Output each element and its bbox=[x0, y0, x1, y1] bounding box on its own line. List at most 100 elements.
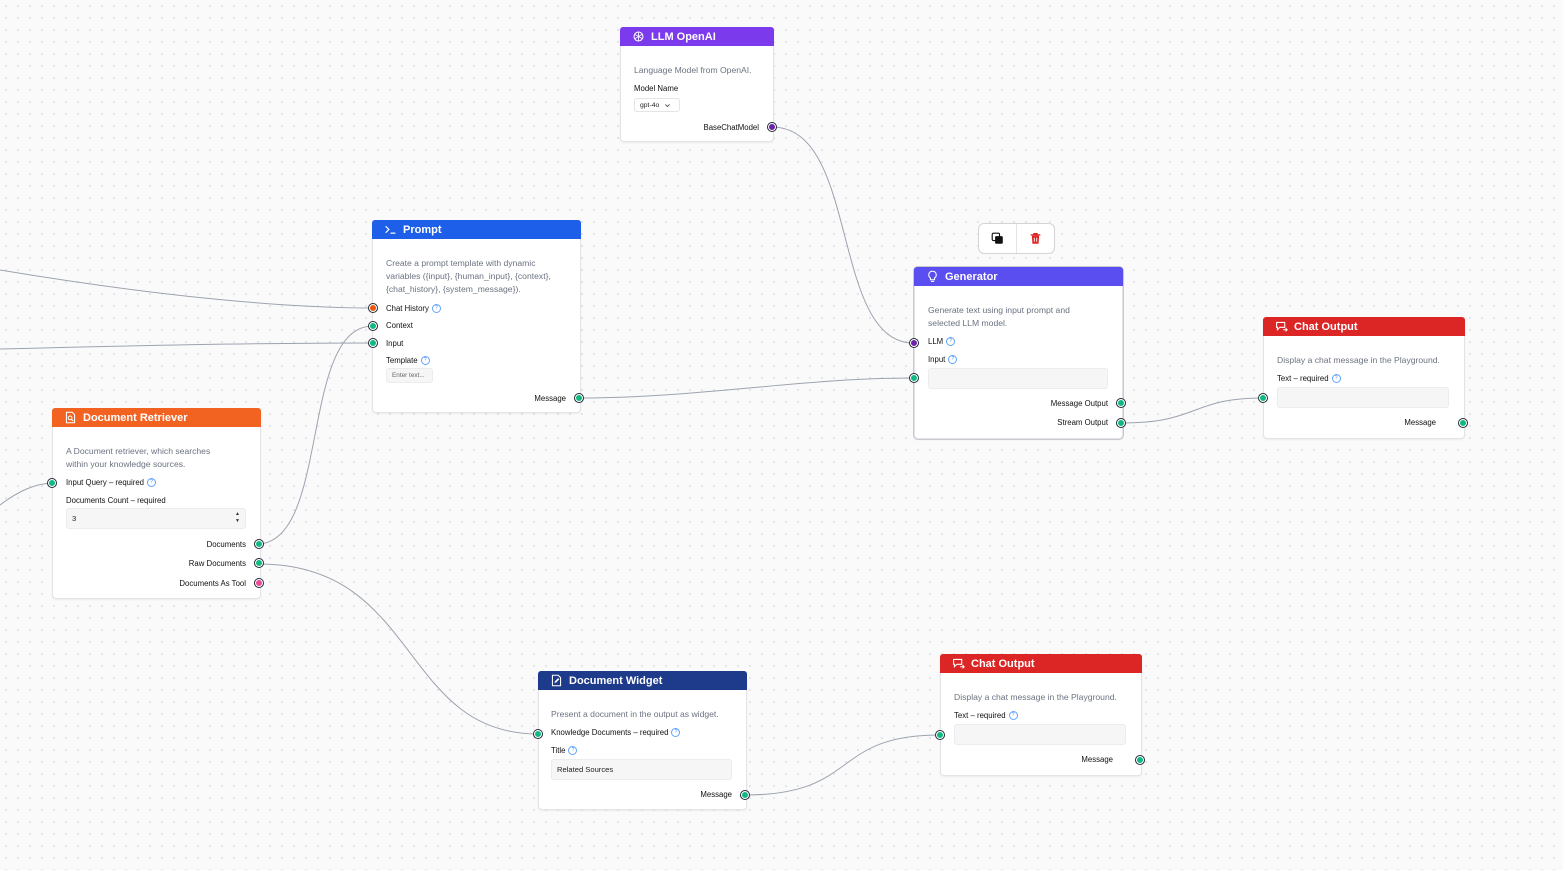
edge-prompt-to-generator bbox=[578, 377, 915, 399]
edge-left-to-retriever bbox=[0, 482, 53, 506]
stream-output-handle[interactable] bbox=[1117, 419, 1125, 427]
node-title: Document Widget bbox=[569, 674, 663, 687]
prompt-message-output-handle[interactable] bbox=[575, 394, 583, 402]
chat-output-header[interactable]: Chat Output bbox=[1263, 317, 1465, 336]
help-icon[interactable]: ? bbox=[420, 356, 430, 365]
template-text: Template bbox=[386, 356, 418, 365]
help-icon[interactable]: ? bbox=[671, 728, 681, 737]
input-text: Input bbox=[928, 355, 946, 364]
prompt-node[interactable]: Prompt Create a prompt template with dyn… bbox=[372, 220, 581, 413]
duplicate-button[interactable] bbox=[979, 224, 1016, 253]
description-line: selected LLM model. bbox=[928, 318, 1008, 328]
text-input-handle[interactable] bbox=[1259, 394, 1267, 402]
node-description: Display a chat message in the Playground… bbox=[954, 692, 1117, 702]
documents-output-handle[interactable] bbox=[255, 540, 263, 548]
basechatmodel-output-handle[interactable] bbox=[768, 123, 776, 131]
llm-openai-node[interactable]: LLM OpenAI Language Model from OpenAI. M… bbox=[620, 27, 774, 142]
llm-openai-header[interactable]: LLM OpenAI bbox=[620, 27, 774, 46]
help-icon[interactable]: ? bbox=[948, 355, 958, 364]
node-description: Generate text using input prompt and sel… bbox=[928, 304, 1070, 330]
help-icon[interactable]: ? bbox=[946, 337, 956, 346]
text-label: Text – required? bbox=[954, 711, 1018, 720]
context-input-handle[interactable] bbox=[369, 322, 377, 330]
help-icon[interactable]: ? bbox=[568, 746, 578, 755]
openai-icon bbox=[633, 31, 644, 42]
stepper-arrows-icon[interactable]: ▲▼ bbox=[235, 511, 240, 524]
document-retriever-node[interactable]: Document Retriever A Document retriever,… bbox=[52, 408, 261, 599]
generator-header[interactable]: Generator bbox=[914, 267, 1123, 286]
chat-message-output-handle[interactable] bbox=[1136, 756, 1144, 764]
help-icon[interactable]: ? bbox=[431, 304, 441, 313]
edge-llm-to-generator bbox=[771, 126, 915, 344]
help-icon[interactable]: ? bbox=[1008, 711, 1018, 720]
knowledge-documents-text: Knowledge Documents – required bbox=[551, 728, 669, 737]
lightbulb-icon bbox=[928, 270, 937, 282]
generator-input-field[interactable] bbox=[928, 368, 1108, 389]
input-input-handle[interactable] bbox=[369, 339, 377, 347]
edge-chat-history bbox=[0, 269, 374, 309]
chat-message-output-handle[interactable] bbox=[1459, 419, 1467, 427]
input-label: Input bbox=[386, 339, 404, 348]
knowledge-documents-label: Knowledge Documents – required? bbox=[551, 728, 681, 737]
input-query-handle[interactable] bbox=[48, 479, 56, 487]
chat-output-node-2[interactable]: Chat Output Display a chat message in th… bbox=[940, 654, 1142, 776]
template-input[interactable]: Enter text... bbox=[386, 368, 433, 383]
message-output-label: Message Output bbox=[1050, 399, 1108, 408]
node-description: Display a chat message in the Playground… bbox=[1277, 355, 1440, 365]
documents-as-tool-output-handle[interactable] bbox=[255, 579, 263, 587]
text-label-text: Text – required bbox=[954, 711, 1006, 720]
documents-count-input[interactable]: 3 ▲▼ bbox=[66, 508, 246, 529]
model-select[interactable]: gpt-4o bbox=[634, 98, 680, 112]
llm-label: LLM? bbox=[928, 337, 956, 346]
text-label: Text – required? bbox=[1277, 374, 1341, 383]
generator-input-handle[interactable] bbox=[910, 374, 918, 382]
chat-history-input-handle[interactable] bbox=[369, 304, 377, 312]
input-query-text: Input Query – required bbox=[66, 478, 145, 487]
title-input-value: Related Sources bbox=[557, 765, 614, 774]
node-description: Language Model from OpenAI. bbox=[634, 65, 752, 75]
delete-icon bbox=[1030, 233, 1041, 244]
description-line: A Document retriever, which searches bbox=[66, 446, 211, 456]
node-toolbar bbox=[978, 223, 1055, 254]
model-name-label: Model Name bbox=[634, 84, 679, 93]
delete-button[interactable] bbox=[1016, 224, 1054, 253]
help-icon[interactable]: ? bbox=[1331, 374, 1341, 383]
knowledge-documents-input-handle[interactable] bbox=[534, 730, 542, 738]
node-title: Chat Output bbox=[971, 657, 1035, 670]
text-label-text: Text – required bbox=[1277, 374, 1329, 383]
text-input[interactable] bbox=[1277, 387, 1449, 408]
output-label: Message bbox=[1081, 755, 1113, 764]
widget-message-output-handle[interactable] bbox=[741, 791, 749, 799]
node-description: A Document retriever, which searches wit… bbox=[66, 445, 210, 471]
node-title: Document Retriever bbox=[83, 411, 188, 424]
document-search-icon bbox=[65, 411, 76, 424]
message-output-handle[interactable] bbox=[1117, 399, 1125, 407]
chat-output-node-1[interactable]: Chat Output Display a chat message in th… bbox=[1263, 317, 1465, 439]
document-widget-header[interactable]: Document Widget bbox=[538, 671, 747, 690]
text-input-handle[interactable] bbox=[936, 731, 944, 739]
template-placeholder: Enter text... bbox=[392, 372, 425, 379]
generator-node[interactable]: Generator Generate text using input prom… bbox=[914, 267, 1123, 439]
llm-text: LLM bbox=[928, 337, 944, 346]
output-label: Message bbox=[534, 394, 566, 403]
llm-input-handle[interactable] bbox=[910, 339, 918, 347]
edge-documents-to-context bbox=[258, 325, 374, 545]
document-retriever-header[interactable]: Document Retriever bbox=[52, 408, 261, 427]
chat-output-header[interactable]: Chat Output bbox=[940, 654, 1142, 673]
duplicate-icon bbox=[991, 232, 1003, 244]
description-line: Create a prompt template with dynamic bbox=[386, 258, 536, 268]
title-input[interactable]: Related Sources bbox=[551, 759, 732, 780]
chat-output-icon bbox=[953, 658, 965, 669]
template-label: Template? bbox=[386, 356, 430, 365]
edge-raw-docs-to-widget bbox=[258, 563, 539, 735]
text-input[interactable] bbox=[954, 724, 1126, 745]
raw-documents-output-handle[interactable] bbox=[255, 559, 263, 567]
chat-history-text: Chat History bbox=[386, 304, 429, 313]
edge-widget-to-chat bbox=[744, 734, 941, 796]
help-icon[interactable]: ? bbox=[147, 478, 157, 487]
edge-stream-to-chat bbox=[1120, 397, 1264, 424]
output-label: BaseChatModel bbox=[703, 123, 759, 132]
prompt-header[interactable]: Prompt bbox=[372, 220, 581, 239]
document-widget-node[interactable]: Document Widget Present a document in th… bbox=[538, 671, 747, 810]
edge-input bbox=[0, 342, 374, 350]
